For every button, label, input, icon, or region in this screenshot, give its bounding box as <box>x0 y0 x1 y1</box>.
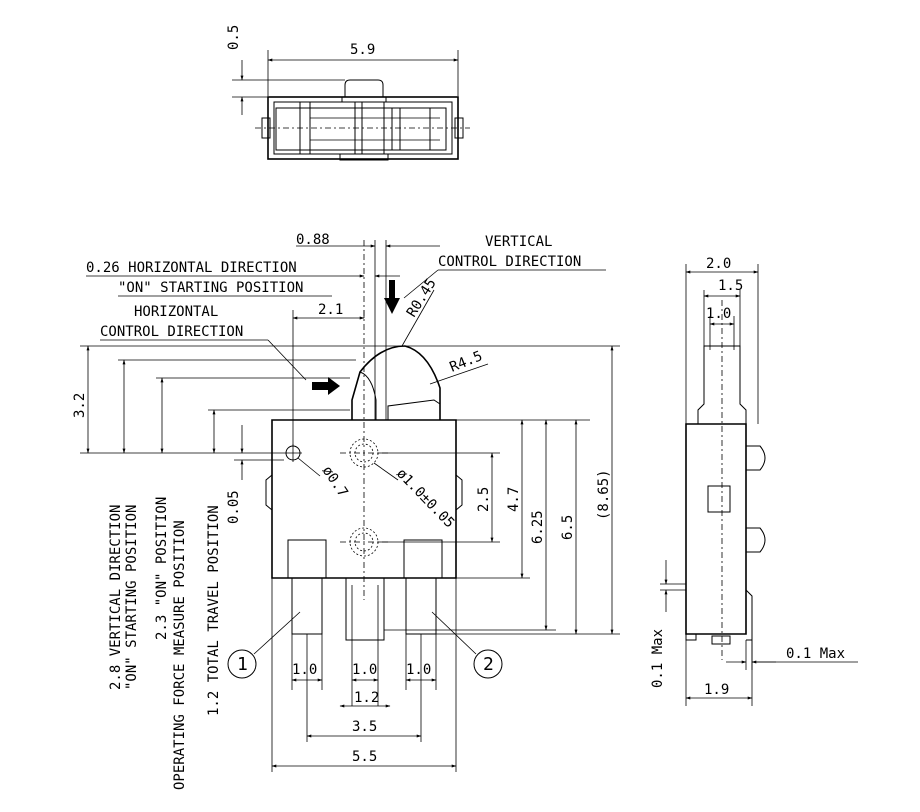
dim-47: 4.7 <box>506 487 522 512</box>
vlabel-vertical-dir: 2.8 VERTICAL DIRECTION <box>108 505 124 690</box>
pin-width-2: 1.0 <box>352 662 377 678</box>
dim-55: 5.5 <box>352 749 377 765</box>
vlabel-on-starting: "ON" STARTING POSITION <box>124 505 140 690</box>
pin-width-3: 1.0 <box>406 662 431 678</box>
dim-005: 0.05 <box>226 490 242 524</box>
dim-32: 3.2 <box>72 393 88 418</box>
horizontal-label-1: HORIZONTAL <box>134 304 218 320</box>
side-dim-19: 1.9 <box>704 682 729 698</box>
front-view: 0.88 0.26 HORIZONTAL DIRECTION "ON" STAR… <box>72 232 620 790</box>
dim-12: 1.2 <box>354 690 379 706</box>
phi10-label: ø1.0±0.05 <box>393 466 457 532</box>
dim-25: 2.5 <box>476 487 492 512</box>
on-starting-label: "ON" STARTING POSITION <box>118 280 303 296</box>
top-width-dim: 5.9 <box>350 42 375 58</box>
dim-865: (8.65) <box>596 469 612 520</box>
side-dim-20: 2.0 <box>706 256 731 272</box>
top-view: 5.9 0.5 <box>226 25 470 161</box>
vlabel-total-travel: 1.2 TOTAL TRAVEL POSITION <box>206 505 222 716</box>
side-dim-01max-horizontal: 0.1 Max <box>786 646 845 662</box>
terminal-2-label: 2 <box>483 654 494 675</box>
dim-026-label: 0.26 HORIZONTAL DIRECTION <box>86 260 297 276</box>
dim-088: 0.88 <box>296 232 330 248</box>
side-dim-01max-vertical: 0.1 Max <box>650 629 666 688</box>
terminal-1-label: 1 <box>237 654 248 675</box>
side-view: 2.0 1.5 1.0 0.1 Max 0.1 Max 1.9 <box>650 256 858 706</box>
top-height-dim: 0.5 <box>226 25 242 50</box>
vertical-label-1: VERTICAL <box>485 234 552 250</box>
vlabel-operating-force: OPERATING FORCE MEASURE POSITION <box>172 520 188 790</box>
vertical-label-2: CONTROL DIRECTION <box>438 254 581 270</box>
dim-21: 2.1 <box>318 302 343 318</box>
horizontal-label-2: CONTROL DIRECTION <box>100 324 243 340</box>
phi07-label: ø0.7 <box>319 463 351 500</box>
r045-label: R0.45 <box>404 276 440 320</box>
pin-width-1: 1.0 <box>292 662 317 678</box>
dim-65: 6.5 <box>560 515 576 540</box>
dim-35: 3.5 <box>352 719 377 735</box>
side-dim-15: 1.5 <box>718 278 743 294</box>
side-dim-10: 1.0 <box>706 306 731 322</box>
vlabel-on-position: 2.3 "ON" POSITION <box>154 497 170 640</box>
dim-625: 6.25 <box>530 510 546 544</box>
